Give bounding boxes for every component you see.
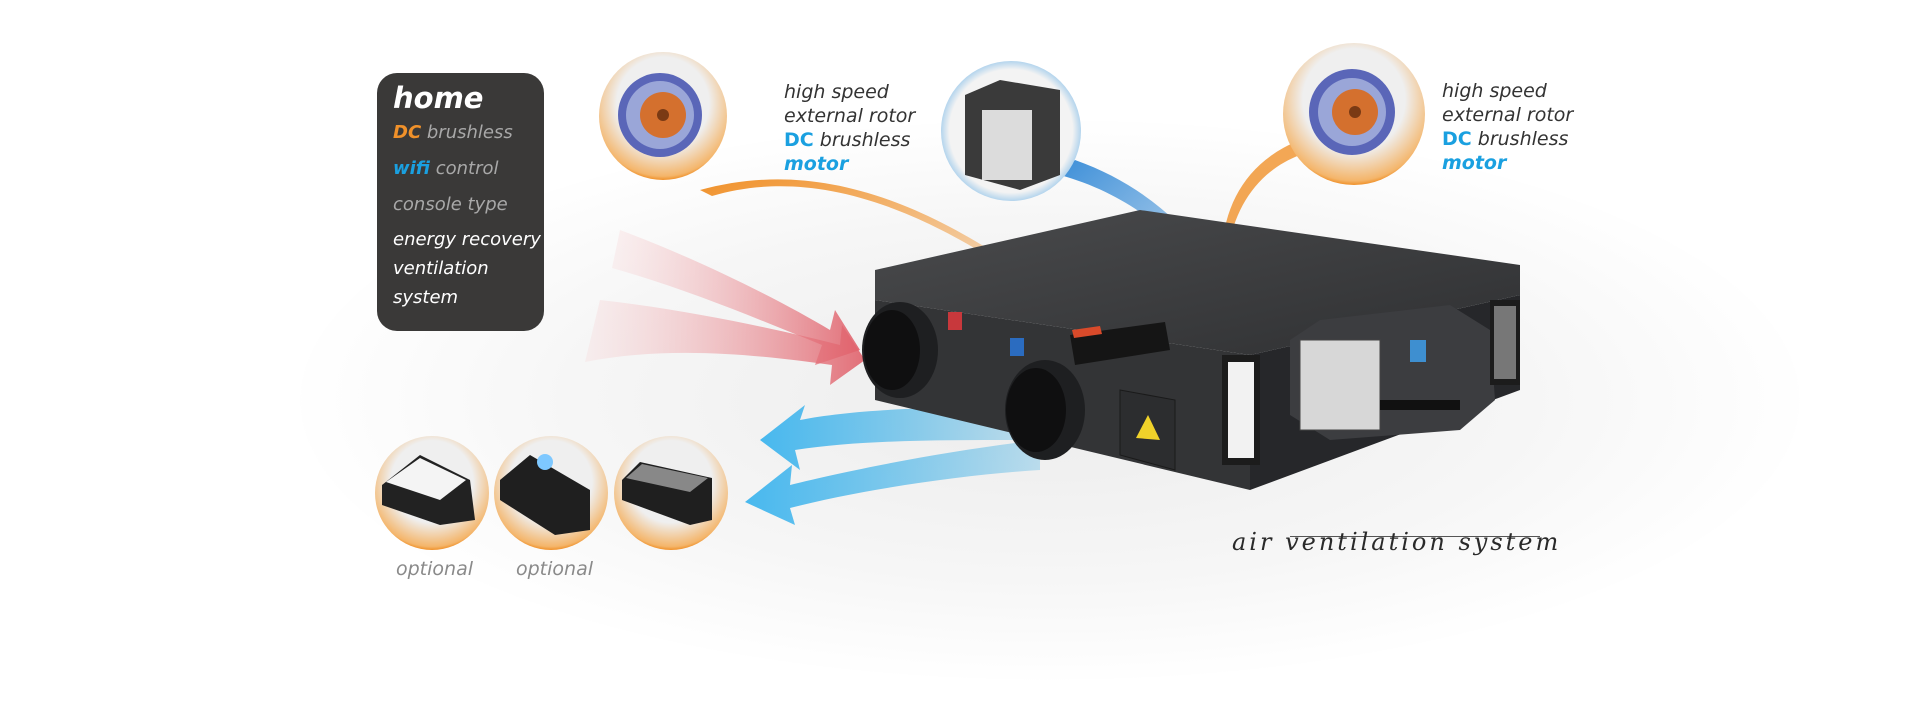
carbon-filter-image [614, 436, 728, 550]
dc-word: DC [784, 129, 814, 151]
dc-rest: brushless [1471, 128, 1569, 150]
spec-dc-brushless: DC brushless [393, 115, 544, 151]
caption-motor: motor [1442, 152, 1507, 174]
erv-line: ventilation [393, 258, 489, 279]
motor-image-right [1283, 43, 1425, 185]
spec-title: home [393, 81, 484, 115]
caption-line: DC brushless [784, 128, 915, 152]
dc-rest: brushless [421, 122, 513, 143]
dc-word: DC [393, 122, 422, 143]
ionizer-filter-image [494, 436, 608, 550]
spec-box: home DC brushless wifi control console t… [377, 73, 544, 331]
caption-motor: motor [784, 153, 849, 175]
filter-image [941, 61, 1081, 201]
spec-erv: energy recovery ventilation system [393, 225, 544, 312]
optional-label-1: optional [396, 558, 474, 580]
dc-word: DC [1442, 128, 1472, 150]
supply-air-arrow-2 [585, 300, 865, 385]
dc-rest: brushless [813, 129, 911, 151]
supply-air-arrow-1 [612, 230, 860, 365]
wifi-word: wifi [393, 158, 430, 179]
caption-line: DC brushless [1442, 127, 1573, 151]
erv-line: energy recovery [393, 229, 541, 250]
caption-line: external rotor [1442, 104, 1574, 126]
wifi-rest: control [429, 158, 499, 179]
spec-wifi-control: wifi control [393, 151, 544, 187]
exhaust-air-arrow-1 [760, 405, 1020, 470]
tagline-underline [1290, 536, 1540, 537]
hepa-filter-image [375, 436, 489, 550]
erv-unit [862, 210, 1520, 490]
exhaust-air-arrow-2 [745, 440, 1040, 525]
motor-caption-left: high speed external rotor DC brushless m… [784, 80, 915, 176]
motor-callout-tail-left [700, 179, 1094, 330]
caption-line: external rotor [784, 105, 916, 127]
tagline: air ventilation system [1232, 528, 1562, 556]
caption-line: high speed [784, 81, 889, 103]
optional-label-2: optional [516, 558, 594, 580]
erv-line: system [393, 287, 459, 308]
caption-line: high speed [1442, 80, 1547, 102]
motor-image-left [599, 52, 727, 180]
spec-console-type: console type [393, 194, 508, 215]
motor-caption-right: high speed external rotor DC brushless m… [1442, 79, 1573, 175]
